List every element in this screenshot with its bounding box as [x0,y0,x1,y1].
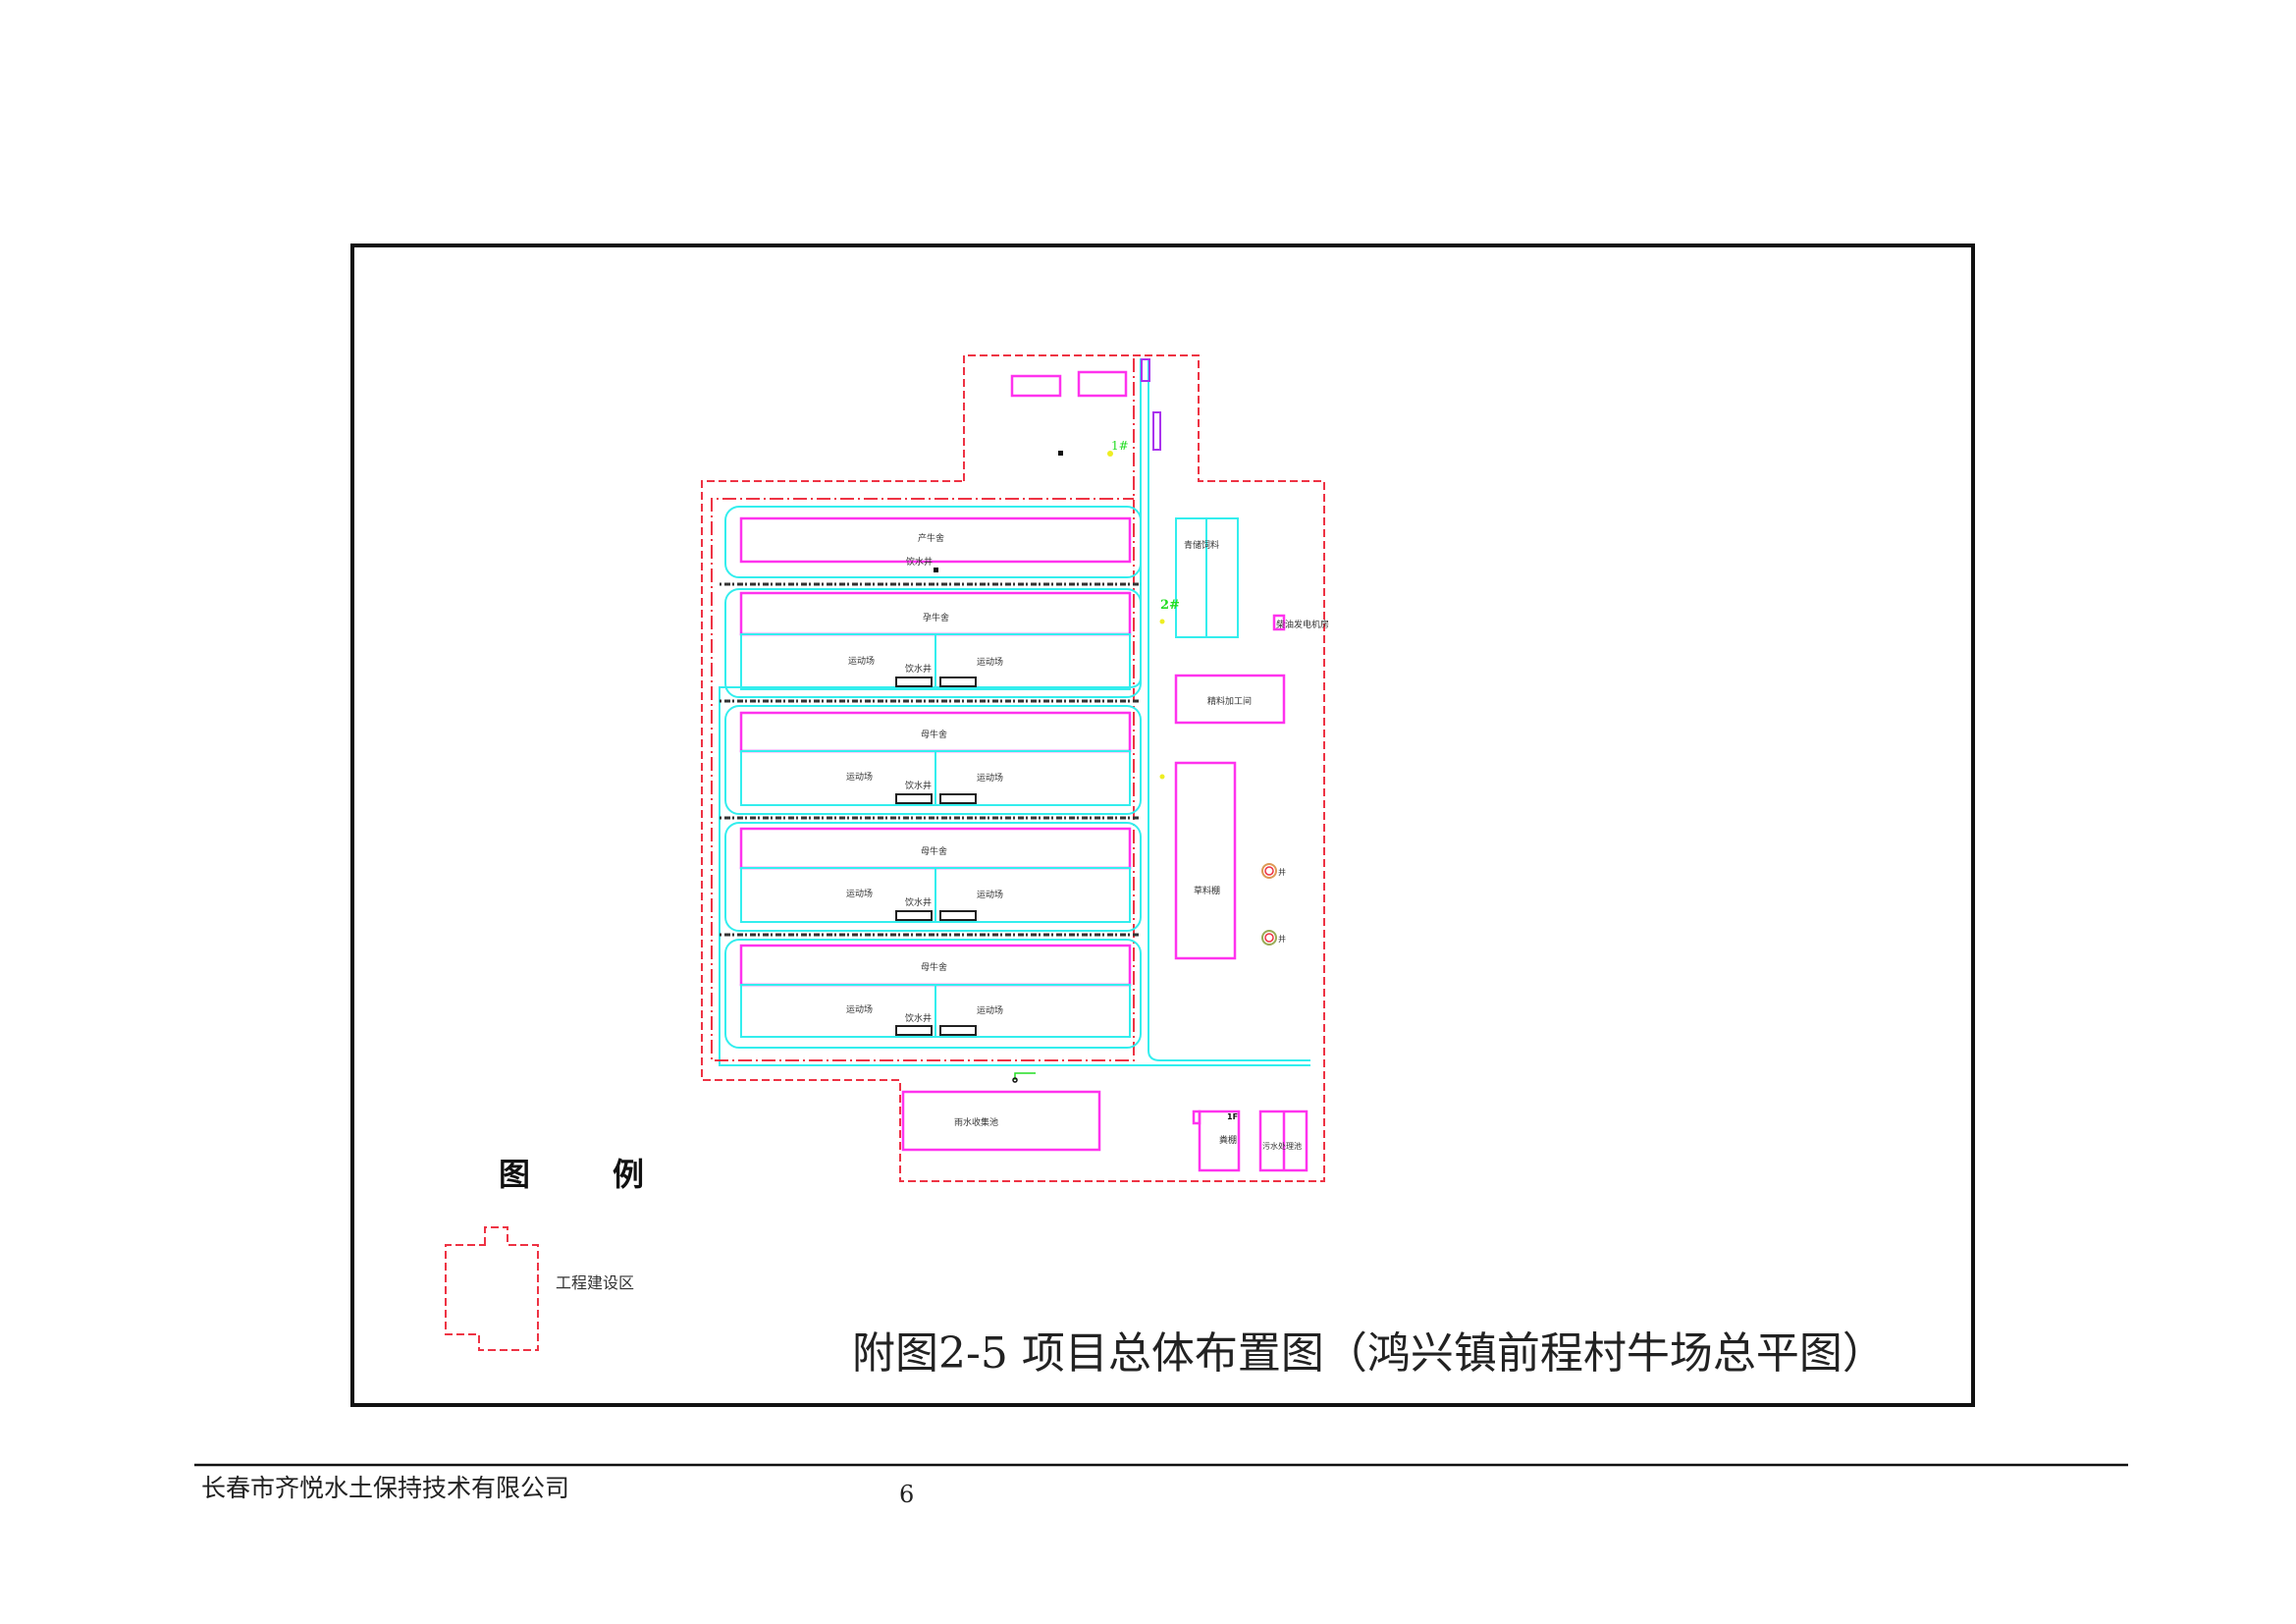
exercise-yard-label: 运动场 [977,1005,1003,1016]
drinking-well-label: 饮水井 [905,896,932,908]
barn-group-5: 母牛舍 运动场 运动场 饮水井 [724,939,1142,1049]
monitor-point-3 [1159,774,1165,780]
marker-point [1058,451,1063,456]
diesel-generator-label: 柴油发电机房 [1276,619,1329,630]
pregnant-barn-label: 孕牛舍 [923,612,949,623]
monitor-point-1 [1107,451,1113,457]
barn-group-3: 母牛舍 运动场 运动场 饮水井 [724,705,1142,815]
barn-group-2: 孕牛舍 运动场 运动场 饮水井 [724,588,1142,698]
silage-label: 青储饲料 [1184,539,1219,551]
barn-group-4: 母牛舍 运动场 运动场 饮水井 [724,822,1142,932]
drinking-well-label: 饮水井 [905,780,932,791]
monitor-point-2 [1159,619,1165,624]
legend-title: 图 [499,1156,530,1193]
point-1-label: 1# [1111,439,1129,453]
figure-title: 附图2-5 项目总体布置图（鸿兴镇前程村牛场总平图） [852,1328,1886,1379]
floor-label: 1F [1227,1112,1238,1121]
cow-barn-label: 母牛舍 [921,845,947,857]
point-2-label: 2# [1160,598,1180,613]
drinking-well-label: 饮水井 [906,556,933,568]
exercise-yard-label: 运动场 [846,1004,873,1015]
barn-group-1: 产牛舍 饮水井 [724,506,1142,578]
cow-barn-label: 母牛舍 [921,729,947,740]
manure-shed-label: 粪棚 [1219,1134,1237,1146]
rainwater-pool: 雨水收集池 [901,1090,1101,1152]
well-2: 井 [1261,930,1286,946]
well-1: 井 [1261,863,1286,879]
sewage-pool-label: 污水处理池 [1262,1141,1302,1151]
rainwater-pool-label: 雨水收集池 [954,1116,998,1128]
page-number: 6 [899,1481,914,1508]
drinking-well-label: 饮水井 [905,663,932,675]
building-top-2 [1077,370,1128,398]
hay-shed-label: 草料棚 [1194,885,1220,896]
silage-building: 青储饲料 [1175,517,1239,638]
legend-item-label: 工程建设区 [556,1273,634,1292]
building-top-1 [1010,374,1062,398]
concentrate-room: 精料加工间 [1174,674,1286,725]
well-label: 井 [1278,867,1286,877]
exercise-yard-label: 运动场 [977,890,1003,900]
calving-barn-label: 产牛舍 [918,532,944,544]
drinking-well-label: 饮水井 [905,1012,932,1024]
outlet-marker [1014,1072,1036,1080]
manure-shed: 1F 粪棚 [1192,1110,1241,1172]
footer-company: 长春市齐悦水土保持技术有限公司 [201,1474,569,1502]
concentrate-room-label: 精料加工间 [1207,695,1252,707]
exercise-yard-label: 运动场 [848,656,875,667]
drawing-frame [350,244,1975,1407]
exercise-yard-label: 运动场 [977,773,1003,784]
diesel-generator-room: 柴油发电机房 [1272,614,1329,631]
exercise-yard-label: 运动场 [977,657,1003,668]
sewage-pool: 污水处理池 [1258,1110,1308,1172]
hay-shed: 草料棚 [1174,761,1237,960]
construction-area-boundary [701,354,1325,1182]
cow-barn-label: 母牛舍 [921,961,947,973]
exercise-yard-label: 运动场 [846,889,873,899]
legend-title: 例 [613,1156,644,1193]
exercise-yard-label: 运动场 [846,772,873,783]
legend-boundary-symbol [445,1226,539,1351]
well-label: 井 [1278,934,1286,944]
